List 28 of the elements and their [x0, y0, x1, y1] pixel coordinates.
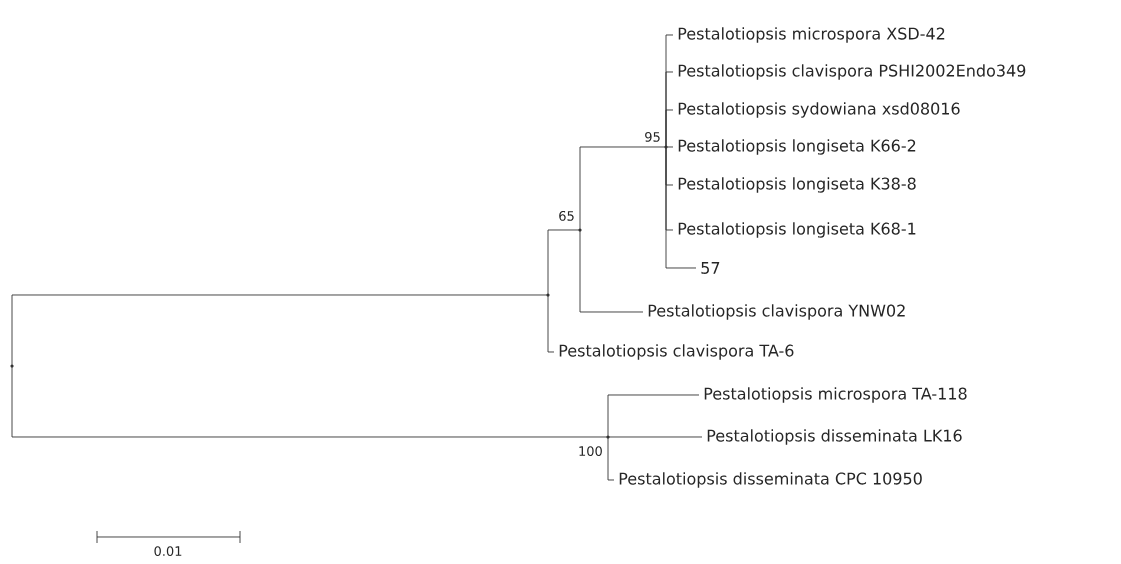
taxon-label: Pestalotiopsis longiseta K38-8	[678, 177, 916, 193]
tree-branch	[11, 365, 609, 438]
taxon-label: 57	[701, 262, 720, 274]
tree-branch	[579, 146, 667, 231]
tree-branch	[11, 294, 549, 367]
taxon-label: Pestalotiopsis clavispora YNW02	[648, 304, 905, 320]
taxon-label: Pestalotiopsis microspora XSD-42	[678, 27, 945, 43]
taxon-label: Pestalotiopsis longiseta K68-1	[678, 222, 916, 238]
tree-branch	[665, 109, 674, 148]
bootstrap-value: 100	[579, 446, 602, 457]
taxon-label: Pestalotiopsis clavispora PSHI2002Endo349	[678, 64, 1026, 80]
taxon-label: Pestalotiopsis microspora TA-118	[704, 387, 967, 403]
tree-branch	[547, 229, 581, 296]
taxon-label: Pestalotiopsis disseminata LK16	[707, 429, 962, 445]
taxon-label: Pestalotiopsis clavispora TA-6	[559, 344, 794, 360]
scale-label: 0.01	[154, 546, 182, 557]
tree-branch	[607, 436, 615, 481]
bootstrap-value: 65	[559, 210, 574, 221]
bootstrap-value: 95	[645, 131, 660, 142]
taxon-label: Pestalotiopsis disseminata CPC 10950	[619, 472, 922, 488]
tree-branch	[665, 146, 697, 269]
tree-branch	[607, 394, 700, 438]
tree-branch	[547, 294, 555, 353]
taxon-label: Pestalotiopsis sydowiana xsd08016	[678, 102, 960, 118]
taxon-label: Pestalotiopsis longiseta K66-2	[678, 139, 916, 155]
tree-branch	[607, 436, 703, 438]
tree-branch	[579, 229, 644, 313]
tree-branch	[665, 146, 674, 148]
